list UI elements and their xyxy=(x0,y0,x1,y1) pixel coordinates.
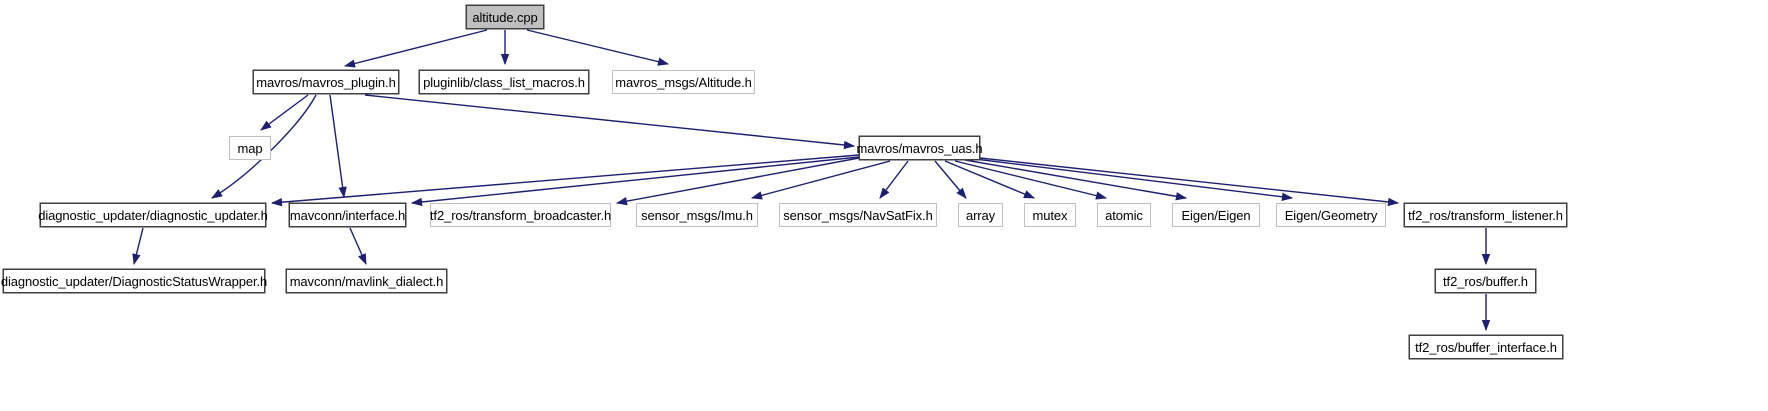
graph-edge-mavros_uas_h-to-transform_listener_h xyxy=(979,157,1400,207)
graph-node-label: mavconn/mavlink_dialect.h xyxy=(289,273,444,289)
graph-node-sensor_msgs_imu_h[interactable]: sensor_msgs/Imu.h xyxy=(636,203,758,227)
graph-edge-mavconn_interface_h-to-mavlink_dialect_h xyxy=(349,227,367,266)
graph-edge-mavros_plugin_h-to-mavconn_interface_h xyxy=(329,94,347,199)
graph-edge-mavros_uas_h-to-eigen_geometry xyxy=(974,158,1294,201)
graph-node-mavros_plugin_h[interactable]: mavros/mavros_plugin.h xyxy=(253,70,399,94)
graph-node-label: atomic xyxy=(1105,207,1143,223)
graph-node-sensor_msgs_navsatfix_h[interactable]: sensor_msgs/NavSatFix.h xyxy=(779,203,937,227)
graph-node-label: mavros/mavros_uas.h xyxy=(856,140,983,156)
graph-edge-mavros_uas_h-to-diagnostic_updater_h xyxy=(270,154,860,207)
graph-node-array[interactable]: array xyxy=(958,203,1003,227)
graph-node-mavros_uas_h[interactable]: mavros/mavros_uas.h xyxy=(856,136,983,160)
graph-edge-mavros_uas_h-to-mutex xyxy=(944,160,1036,199)
graph-node-eigen_geometry[interactable]: Eigen/Geometry xyxy=(1276,203,1386,227)
graph-edge-mavros_uas_h-to-atomic xyxy=(954,160,1108,200)
graph-edge-mavros_uas_h-to-sensor_msgs_imu_h xyxy=(750,160,891,200)
graph-node-tf2_ros_buffer_h[interactable]: tf2_ros/buffer.h xyxy=(1435,269,1536,293)
graph-node-mavlink_dialect_h[interactable]: mavconn/mavlink_dialect.h xyxy=(286,269,447,293)
graph-node-label: sensor_msgs/Imu.h xyxy=(641,207,753,223)
graph-node-transform_listener_h[interactable]: tf2_ros/transform_listener.h xyxy=(1404,203,1567,227)
graph-node-altitude_cpp[interactable]: altitude.cpp xyxy=(466,5,544,29)
graph-node-eigen_eigen[interactable]: Eigen/Eigen xyxy=(1172,203,1260,227)
graph-edge-altitude_cpp-to-altitude_h xyxy=(526,29,670,66)
graph-edge-mavros_uas_h-to-eigen_eigen xyxy=(964,159,1188,201)
graph-node-diagnostic_status_wrapper_h[interactable]: diagnostic_updater/DiagnosticStatusWrapp… xyxy=(0,269,268,293)
graph-edge-mavros_uas_h-to-transform_broadcaster_h xyxy=(615,157,860,206)
graph-edge-altitude_cpp-to-mavros_plugin_h xyxy=(343,29,488,68)
graph-node-label: pluginlib/class_list_macros.h xyxy=(423,74,585,90)
graph-node-mavconn_interface_h[interactable]: mavconn/interface.h xyxy=(289,203,406,227)
graph-edge-mavros_plugin_h-to-map xyxy=(260,94,309,131)
graph-node-label: mutex xyxy=(1032,207,1068,223)
graph-node-label: Eigen/Geometry xyxy=(1284,207,1378,223)
graph-edge-mavros_uas_h-to-sensor_msgs_navsatfix_h xyxy=(879,160,909,199)
graph-node-altitude_h[interactable]: mavros_msgs/Altitude.h xyxy=(612,70,755,94)
graph-node-label: array xyxy=(965,207,996,223)
graph-node-label: mavros/mavros_plugin.h xyxy=(256,74,396,90)
graph-edge-diagnostic_updater_h-to-diagnostic_status_wrapper_h xyxy=(132,227,144,266)
graph-node-mutex[interactable]: mutex xyxy=(1024,203,1076,227)
graph-node-label: tf2_ros/buffer_interface.h xyxy=(1415,339,1557,355)
graph-node-label: mavconn/interface.h xyxy=(289,207,406,223)
graph-node-transform_broadcaster_h[interactable]: tf2_ros/transform_broadcaster.h xyxy=(430,203,611,227)
graph-node-tf2_ros_buffer_interface_h[interactable]: tf2_ros/buffer_interface.h xyxy=(1409,335,1563,359)
graph-node-label: map xyxy=(237,140,263,156)
graph-node-label: diagnostic_updater/DiagnosticStatusWrapp… xyxy=(0,273,268,289)
graph-edge-mavros_uas_h-to-array xyxy=(934,160,967,199)
graph-node-map[interactable]: map xyxy=(229,136,271,160)
graph-node-label: mavros_msgs/Altitude.h xyxy=(615,74,752,90)
graph-node-label: tf2_ros/buffer.h xyxy=(1443,273,1528,289)
graph-node-label: sensor_msgs/NavSatFix.h xyxy=(783,207,933,223)
graph-node-label: tf2_ros/transform_broadcaster.h xyxy=(429,207,612,223)
graph-node-label: diagnostic_updater/diagnostic_updater.h xyxy=(38,207,268,223)
graph-edge-mavros_uas_h-to-mavconn_interface_h xyxy=(410,156,860,207)
graph-node-atomic[interactable]: atomic xyxy=(1097,203,1151,227)
graph-node-class_list_macros_h[interactable]: pluginlib/class_list_macros.h xyxy=(419,70,589,94)
graph-node-label: Eigen/Eigen xyxy=(1181,207,1251,223)
graph-node-diagnostic_updater_h[interactable]: diagnostic_updater/diagnostic_updater.h xyxy=(38,203,268,227)
graph-node-label: tf2_ros/transform_listener.h xyxy=(1408,207,1563,223)
graph-node-label: altitude.cpp xyxy=(472,9,538,25)
graph-edge-mavros_plugin_h-to-mavros_uas_h xyxy=(364,94,856,150)
